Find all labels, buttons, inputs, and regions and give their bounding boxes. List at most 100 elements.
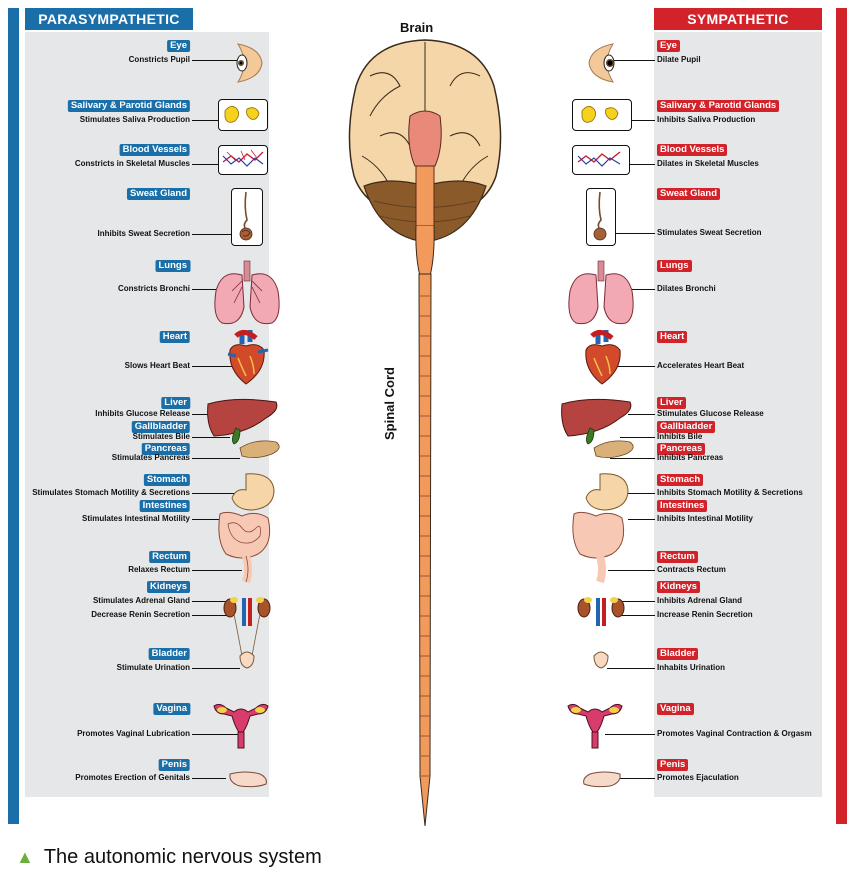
symp-rectum-tag: Rectum xyxy=(657,551,698,563)
para-kidneys-desc: Stimulates Adrenal Gland xyxy=(92,596,190,605)
leader-line xyxy=(192,60,237,61)
penis-illustration xyxy=(583,771,621,788)
symp-vagina-desc: Promotes Vaginal Contraction & Orgasm xyxy=(657,729,812,738)
para-gall-tag: Gallbladder xyxy=(131,421,190,433)
symp-pancreas-tag: Pancreas xyxy=(657,443,706,455)
leader-line xyxy=(628,120,655,121)
lungs-illustration xyxy=(568,260,634,325)
para-intestines-tag: Intestines xyxy=(139,500,190,512)
leader-line xyxy=(192,615,228,616)
parasympathetic-side-bar xyxy=(8,8,19,824)
symp-stomach-tag: Stomach xyxy=(657,474,704,486)
para-pancreas-tag: Pancreas xyxy=(141,443,190,455)
blood-vessels-illustration xyxy=(577,151,621,167)
symp-blood-desc: Dilates in Skeletal Muscles xyxy=(657,159,759,168)
para-bladder-desc: Stimulate Urination xyxy=(116,663,190,672)
para-pancreas-desc: Stimulates Pancreas xyxy=(111,453,190,462)
leader-line xyxy=(612,493,655,494)
para-lungs-tag: Lungs xyxy=(155,260,190,272)
symp-penis-desc: Promotes Ejaculation xyxy=(657,773,739,782)
stomach-intestines-rectum-illustration xyxy=(572,473,629,584)
eye-illustration xyxy=(236,43,263,83)
symp-gall-tag: Gallbladder xyxy=(657,421,716,433)
symp-sweat-desc: Stimulates Sweat Secretion xyxy=(657,228,762,237)
symp-penis-tag: Penis xyxy=(657,759,689,771)
heart-illustration xyxy=(227,330,269,385)
para-rectum-tag: Rectum xyxy=(149,551,190,563)
brain-label: Brain xyxy=(400,20,434,35)
heart-illustration xyxy=(585,330,621,385)
uterus-illustration xyxy=(567,703,623,749)
symp-intestines-desc: Inhibits Intestinal Motility xyxy=(657,514,753,523)
para-stomach-tag: Stomach xyxy=(143,474,190,486)
leader-line xyxy=(192,519,222,520)
para-penis-tag: Penis xyxy=(158,759,190,771)
leader-line xyxy=(618,615,655,616)
symp-heart-desc: Accelerates Heart Beat xyxy=(657,361,745,370)
para-salivary-desc: Stimulates Saliva Production xyxy=(79,115,190,124)
salivary-glands-illustration xyxy=(224,106,260,123)
uterus-illustration xyxy=(213,703,269,749)
leader-line xyxy=(192,234,240,235)
leader-line xyxy=(192,778,226,779)
para-penis-desc: Promotes Erection of Genitals xyxy=(75,773,190,782)
para-sweat-tag: Sweat Gland xyxy=(126,188,190,200)
symp-eye-desc: Dilate Pupil xyxy=(657,55,701,64)
leader-line xyxy=(620,437,655,438)
sweat-gland-illustration xyxy=(239,191,253,241)
liver-gallbladder-pancreas-illustration xyxy=(207,398,280,458)
para-intestines-desc: Stimulates Intestinal Motility xyxy=(81,514,190,523)
para-eye-desc: Constricts Pupil xyxy=(128,55,190,64)
para-stomach-desc: Stimulates Stomach Motility & Secretions xyxy=(32,488,190,497)
leader-line xyxy=(192,493,240,494)
sympathetic-panel xyxy=(654,32,822,797)
blood-vessels-illustration xyxy=(222,149,264,167)
leader-line xyxy=(192,668,240,669)
para-eye-tag: Eye xyxy=(167,40,190,52)
sweat-gland-illustration xyxy=(593,191,607,241)
symp-salivary-desc: Inhibits Saliva Production xyxy=(657,115,756,124)
leader-line xyxy=(192,120,220,121)
leader-line xyxy=(620,601,655,602)
symp-heart-tag: Heart xyxy=(657,331,688,343)
leader-line xyxy=(630,164,655,165)
para-heart-desc: Slows Heart Beat xyxy=(124,361,190,370)
para-vagina-desc: Promotes Vaginal Lubrication xyxy=(77,729,190,738)
spinal-cord-label: Spinal Cord xyxy=(382,367,397,440)
para-lungs-desc: Constricts Bronchi xyxy=(117,284,190,293)
para-blood-desc: Constricts in Skeletal Muscles xyxy=(74,159,190,168)
symp-bladder-desc: Inhabits Urination xyxy=(657,663,725,672)
leader-line xyxy=(192,570,242,571)
para-sweat-desc: Inhibits Sweat Secretion xyxy=(97,229,190,238)
leader-line xyxy=(192,437,230,438)
leader-line xyxy=(192,414,220,415)
parasympathetic-header: PARASYMPATHETIC xyxy=(25,8,193,30)
leader-line xyxy=(628,414,655,415)
leader-line xyxy=(628,519,655,520)
penis-illustration xyxy=(229,771,267,788)
leader-line xyxy=(610,458,655,459)
leader-line xyxy=(192,458,240,459)
sympathetic-header: SYMPATHETIC xyxy=(654,8,822,30)
leader-line xyxy=(615,289,655,290)
para-kidneys-desc2: Decrease Renin Secretion xyxy=(91,610,190,619)
symp-liver-tag: Liver xyxy=(657,397,686,409)
leader-line xyxy=(608,570,655,571)
para-gall-desc: Stimulates Bile xyxy=(132,432,190,441)
para-heart-tag: Heart xyxy=(159,331,190,343)
leader-line xyxy=(620,778,655,779)
kidneys-bladder-illustration xyxy=(223,597,271,669)
para-kidneys-tag: Kidneys xyxy=(147,581,190,593)
brain-spinal-cord-illustration xyxy=(348,39,502,827)
symp-lungs-tag: Lungs xyxy=(657,260,692,272)
symp-lungs-desc: Dilates Bronchi xyxy=(657,284,716,293)
leader-line xyxy=(192,601,226,602)
symp-vagina-tag: Vagina xyxy=(657,703,694,715)
symp-intestines-tag: Intestines xyxy=(657,500,708,512)
leader-line xyxy=(607,668,655,669)
liver-gallbladder-pancreas-illustration xyxy=(561,398,634,458)
para-liver-desc: Inhibits Glucose Release xyxy=(95,409,190,418)
para-vagina-tag: Vagina xyxy=(153,703,190,715)
sympathetic-side-bar xyxy=(836,8,847,824)
leader-line xyxy=(192,366,232,367)
